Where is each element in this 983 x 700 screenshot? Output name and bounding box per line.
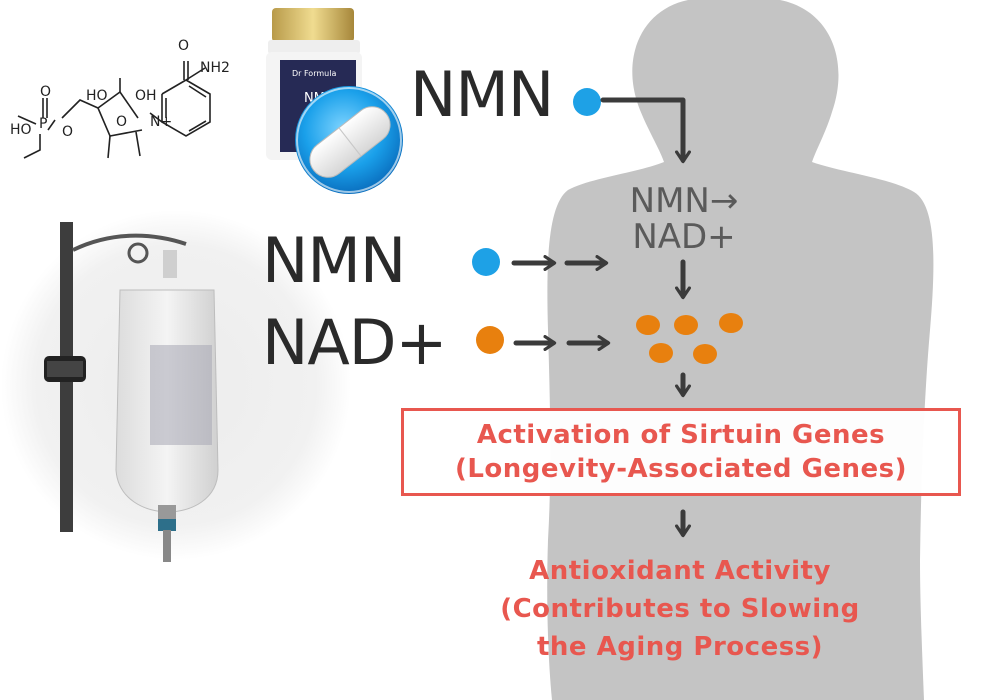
atom-label: O <box>62 124 73 140</box>
conversion-line-2: NAD+ <box>632 216 736 257</box>
atom-label: OH <box>135 88 157 104</box>
iv-nmn-dot <box>472 248 500 276</box>
oral-nmn-label: NMN <box>410 58 554 131</box>
sirtuin-activation-box: Activation of Sirtuin Genes (Longevity-A… <box>401 408 961 496</box>
antioxidant-line-1: Antioxidant Activity <box>529 556 831 586</box>
iv-nad-dot <box>476 326 504 354</box>
antioxidant-activity-text: Antioxidant Activity (Contributes to Slo… <box>430 552 930 666</box>
atom-label: O <box>178 38 189 54</box>
nad-molecule-cluster <box>636 313 743 364</box>
atom-label: O <box>40 84 51 100</box>
conversion-label: NMN→ NAD+ <box>614 181 754 257</box>
body-silhouette-icon <box>547 0 934 700</box>
atom-label: HO <box>10 122 32 138</box>
sirtuin-line-1: Activation of Sirtuin Genes <box>476 420 886 450</box>
antioxidant-line-3: the Aging Process) <box>536 632 824 662</box>
atom-label: O <box>116 114 127 130</box>
oral-nmn-dot <box>573 88 601 116</box>
molecule-labels: O NH2 HO OH O P O HO O N+ <box>10 38 230 140</box>
antioxidant-line-2: (Contributes to Slowing <box>500 594 860 624</box>
oral-route-arrow <box>600 97 692 164</box>
molecule-structure-icon <box>17 61 211 159</box>
iv-nmn-label: NMN <box>262 224 406 297</box>
iv-drip-bag-icon <box>1 210 351 562</box>
atom-label: NH2 <box>200 60 230 76</box>
conversion-line-1: NMN→ <box>629 181 739 221</box>
atom-label: P <box>39 116 47 132</box>
atom-label: HO <box>86 88 108 104</box>
atom-label: N+ <box>150 114 172 130</box>
bottle-brand: Dr Formula <box>292 69 336 78</box>
capsule-icon <box>309 106 391 178</box>
sirtuin-line-2: (Longevity-Associated Genes) <box>454 454 908 484</box>
iv-nad-label: NAD+ <box>262 306 447 379</box>
